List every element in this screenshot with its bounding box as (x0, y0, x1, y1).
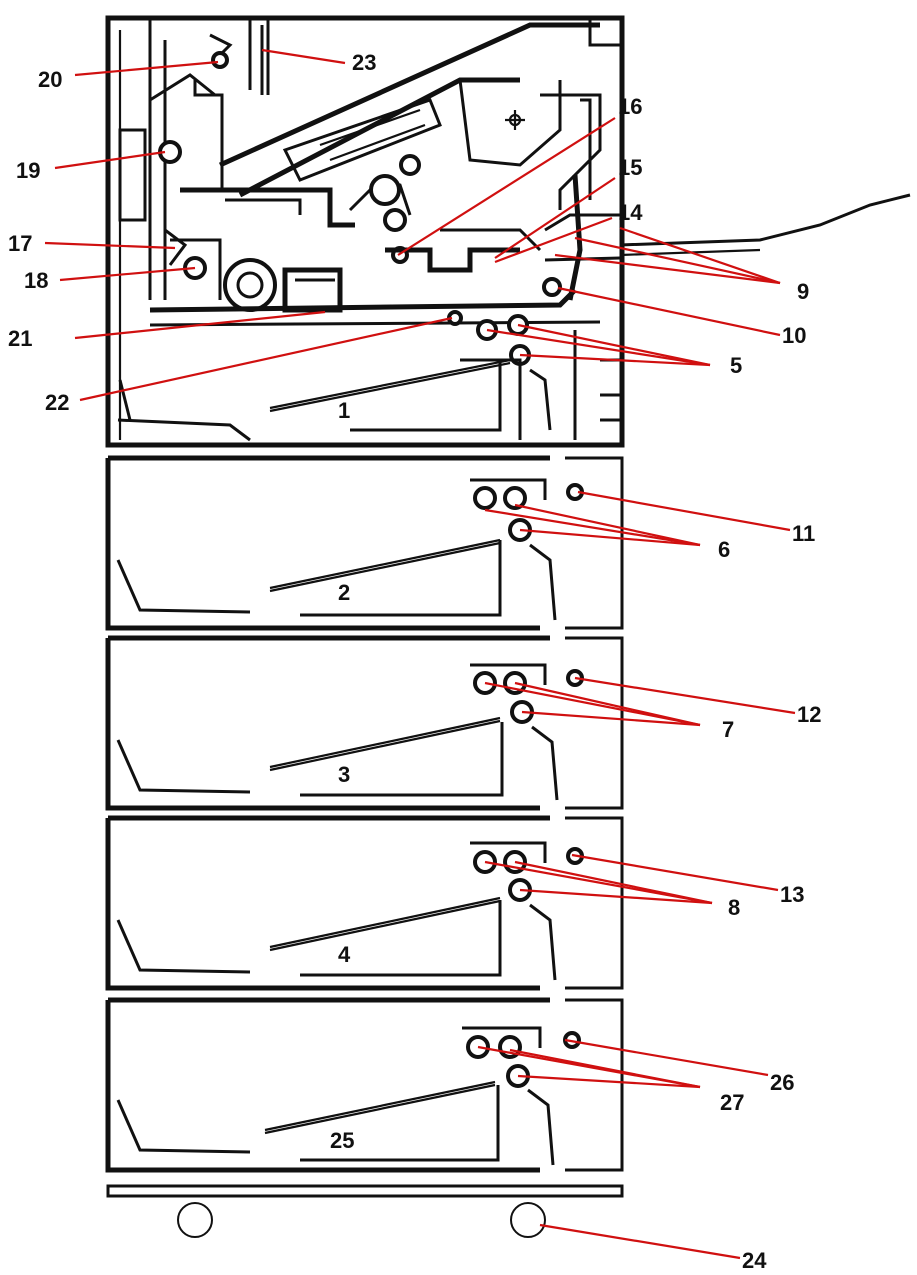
callout-27: 27 (720, 1090, 744, 1115)
callout-15: 15 (618, 155, 642, 180)
leader-lines (44, 48, 796, 1260)
leader-18 (59, 266, 196, 282)
caster-base (106, 1184, 624, 1238)
leader-16 (397, 117, 616, 256)
callout-16: 16 (618, 94, 642, 119)
leader-17 (44, 241, 176, 250)
leader-22 (79, 316, 453, 402)
leader-9b (574, 236, 781, 285)
leader-7a (484, 681, 701, 727)
leader-9a (619, 226, 781, 285)
tray-label-3: 3 (338, 762, 350, 787)
leader-27c (517, 1074, 701, 1089)
leader-8b (514, 860, 713, 905)
callout-12: 12 (797, 702, 821, 727)
callout-23: 23 (352, 50, 376, 75)
tray-labels: 1 2 3 4 25 (330, 398, 354, 1153)
callout-8: 8 (728, 895, 740, 920)
tray-label-4: 4 (338, 942, 351, 967)
leader-12 (574, 676, 796, 715)
callout-17: 17 (8, 231, 32, 256)
leader-5a (486, 328, 711, 367)
callout-13: 13 (780, 882, 804, 907)
leader-14 (494, 216, 613, 264)
leader-20 (74, 60, 219, 77)
callout-21: 21 (8, 326, 32, 351)
tray-label-2: 2 (338, 580, 350, 605)
caster-wheel-left (177, 1202, 213, 1238)
callout-9: 9 (797, 279, 809, 304)
callout-20: 20 (38, 67, 62, 92)
leader-7c (521, 710, 701, 727)
tray-label-1: 1 (338, 398, 350, 423)
paper-tray-3 (105, 635, 624, 811)
paper-tray-25 (105, 997, 624, 1173)
leader-13 (571, 853, 779, 892)
paper-tray-2 (105, 455, 624, 631)
printer-main-unit (105, 15, 625, 448)
callout-10: 10 (782, 323, 806, 348)
leader-5b (517, 323, 711, 367)
paper-tray-4 (105, 815, 624, 991)
callout-18: 18 (24, 268, 48, 293)
leader-10 (557, 286, 781, 337)
leader-9c (554, 253, 781, 285)
leader-11 (577, 490, 791, 532)
leader-6c (519, 528, 701, 547)
callout-11: 11 (792, 521, 815, 546)
leader-5c (519, 353, 711, 367)
tray-label-25: 25 (330, 1128, 354, 1153)
callout-14: 14 (618, 200, 643, 225)
leader-23 (261, 48, 346, 65)
callout-7: 7 (722, 717, 734, 742)
leader-6a (484, 508, 701, 547)
leader-24 (539, 1223, 741, 1260)
leader-21 (74, 310, 326, 340)
callout-22: 22 (45, 390, 69, 415)
leader-7b (514, 681, 701, 727)
callout-labels: 20 23 19 16 15 14 17 18 9 10 21 5 22 11 … (8, 50, 821, 1273)
leader-6b (514, 503, 701, 547)
leader-15 (494, 177, 616, 259)
callout-26: 26 (770, 1070, 794, 1095)
callout-19: 19 (16, 158, 40, 183)
output-tray-extension (619, 193, 911, 247)
callout-6: 6 (718, 537, 730, 562)
caster-wheel-right (510, 1202, 546, 1238)
callout-24: 24 (742, 1248, 767, 1273)
leader-19 (54, 150, 166, 170)
leader-26 (564, 1038, 769, 1077)
leader-27b (509, 1048, 701, 1089)
leader-8c (519, 888, 713, 905)
callout-5: 5 (730, 353, 742, 378)
